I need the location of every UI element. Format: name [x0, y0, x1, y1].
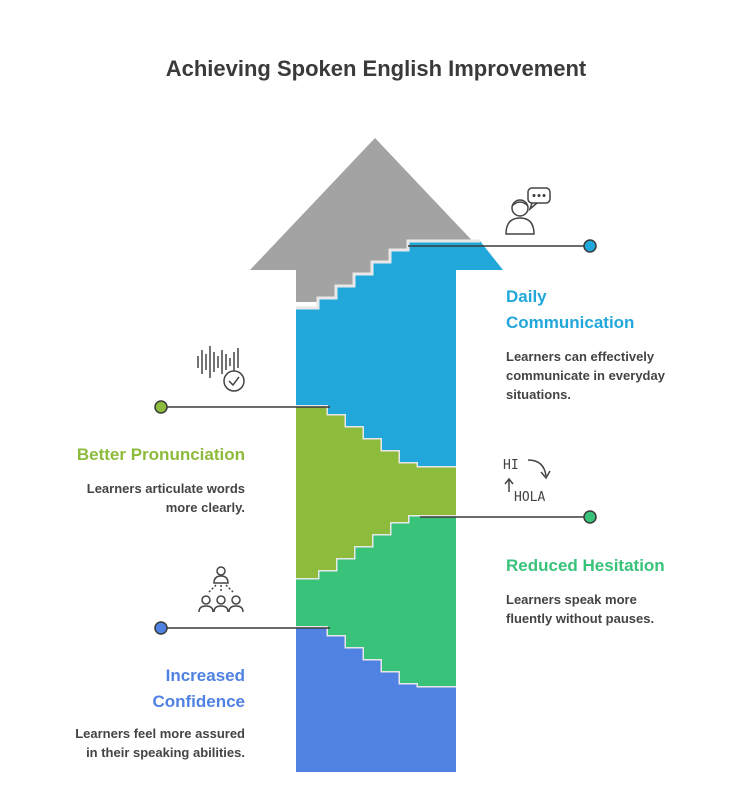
- reduced-hesitation-title: Reduced Hesitation: [506, 556, 665, 575]
- confidence-desc-line1: Learners feel more assured: [75, 726, 245, 741]
- better-pronunciation-description: Learners articulate words more clearly.: [20, 479, 245, 517]
- translate-hi-hola-icon: HI HOLA: [503, 458, 551, 505]
- confidence-title-line2: Confidence: [152, 692, 245, 711]
- step-edge-daily: [296, 239, 480, 310]
- pronunciation-desc-line1: Learners articulate words: [86, 481, 245, 496]
- icon-text-hola: HOLA: [514, 490, 545, 505]
- pronunciation-desc-line2: more clearly.: [165, 500, 245, 515]
- connector-daily: [408, 239, 597, 253]
- audience-icon: [198, 566, 244, 613]
- confidence-desc-line2: in their speaking abilities.: [86, 745, 245, 760]
- hesitation-desc-line2: fluently without pauses.: [506, 611, 655, 626]
- daily-desc-line1: Learners can effectively: [506, 349, 655, 364]
- icon-text-hi: HI: [503, 458, 519, 473]
- segment-pronunciation: [296, 405, 456, 578]
- hesitation-desc-line1: Learners speak more: [506, 592, 637, 607]
- reduced-hesitation-description: Learners speak more fluently without pau…: [506, 590, 654, 628]
- connector-hesitation: [420, 510, 597, 524]
- daily-title-line2: Communication: [506, 313, 635, 332]
- segment-daily: [296, 241, 503, 466]
- daily-desc-line2: communicate in everyday: [506, 368, 665, 383]
- daily-communication-title: Daily Communication: [506, 284, 634, 336]
- connector-pronunciation: [154, 400, 330, 414]
- increased-confidence-description: Learners feel more assured in their spea…: [20, 724, 245, 762]
- daily-title-line1: Daily: [506, 287, 547, 306]
- page-title: Achieving Spoken English Improvement: [165, 56, 587, 81]
- segment-hesitation: [296, 515, 456, 686]
- daily-communication-description: Learners can effectively communicate in …: [506, 347, 665, 404]
- better-pronunciation-title: Better Pronunciation: [76, 445, 245, 464]
- person-speech-bubble-icon: [505, 187, 551, 235]
- daily-desc-line3: situations.: [506, 387, 572, 402]
- confidence-title-line1: Increased: [165, 666, 245, 685]
- connector-confidence: [154, 621, 330, 635]
- soundwave-check-icon: [197, 346, 245, 392]
- increased-confidence-title: Increased Confidence: [20, 663, 245, 715]
- segment-confidence: [296, 626, 456, 772]
